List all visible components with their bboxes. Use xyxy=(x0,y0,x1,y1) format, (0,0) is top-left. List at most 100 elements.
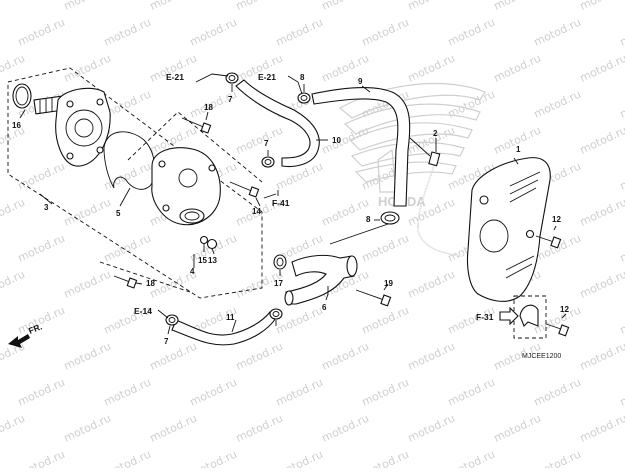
callout-5: 5 xyxy=(116,209,121,218)
watermark-text: motod.ru xyxy=(578,196,625,229)
assembly-outline xyxy=(7,67,263,299)
bolt-12-upper xyxy=(535,235,562,249)
watermark-text: motod.ru xyxy=(148,340,199,373)
pump-body-3 xyxy=(55,87,111,167)
watermark-text: motod.ru xyxy=(360,376,411,409)
watermark-text: motod.ru xyxy=(62,52,113,85)
watermark-text: motod.ru xyxy=(188,88,239,121)
watermark-text: motod.ru xyxy=(360,304,411,337)
watermark-text: motod.ru xyxy=(234,124,285,157)
watermark-text: motod.ru xyxy=(446,376,497,409)
callout-13: 13 xyxy=(208,256,217,265)
watermark-text: motod.ru xyxy=(0,412,27,445)
watermark-text: motod.ru xyxy=(16,232,67,265)
callout-8-upper: 8 xyxy=(300,73,305,82)
bolt-12-lower xyxy=(545,323,570,337)
water-pipe-6 xyxy=(284,254,358,306)
watermark-text: motod.ru xyxy=(62,0,113,13)
watermark-text: motod.ru xyxy=(16,376,67,409)
watermark-text: motod.ru xyxy=(234,0,285,13)
pump-cover-4 xyxy=(151,147,221,226)
watermark-text: motod.ru xyxy=(0,52,27,85)
watermark-text: motod.ru xyxy=(62,412,113,445)
callout-8-lower: 8 xyxy=(366,215,371,224)
callout-numbers: 1 2 3 4 5 6 7 7 7 8 8 9 10 11 12 12 13 1… xyxy=(12,73,569,346)
watermark-text: motod.ru xyxy=(618,448,625,468)
callout-17: 17 xyxy=(274,279,283,288)
watermark-text: motod.ru xyxy=(148,412,199,445)
watermark-text: motod.ru xyxy=(188,376,239,409)
subassembly-outline-lower xyxy=(99,261,191,293)
drain-bolt-13 xyxy=(206,238,218,250)
watermark-text: motod.ru xyxy=(234,340,285,373)
bolt-14 xyxy=(229,181,260,198)
callout-7-middle: 7 xyxy=(264,139,269,148)
gasket-5 xyxy=(103,131,156,190)
watermark-text: motod.ru xyxy=(618,160,625,193)
watermark-text: motod.ru xyxy=(102,16,153,49)
callout-7-lower: 7 xyxy=(164,337,169,346)
watermark-text: motod.ru xyxy=(188,16,239,49)
watermark-text: motod.ru xyxy=(532,88,583,121)
ref-f31: F-31 xyxy=(476,312,494,322)
watermark-text: motod.ru xyxy=(62,196,113,229)
front-arrow-icon xyxy=(8,334,30,348)
watermark-text: motod.ru xyxy=(148,0,199,13)
watermark-text: motod.ru xyxy=(274,16,325,49)
watermark-text: motod.ru xyxy=(532,16,583,49)
watermark-text: motod.ru xyxy=(406,0,457,13)
water-hose-9 xyxy=(311,86,411,207)
callout-4: 4 xyxy=(190,267,195,276)
hose-clamp-7-middle xyxy=(261,156,275,168)
bolt-19 xyxy=(355,289,392,307)
watermark-text: motod.ru xyxy=(406,124,457,157)
watermark-text: motod.ru xyxy=(234,412,285,445)
ref-e21-left: E-21 xyxy=(166,72,184,82)
watermark-text: motod.ru xyxy=(274,304,325,337)
bracket xyxy=(519,304,539,327)
watermark-text: motod.ru xyxy=(320,412,371,445)
watermark-text: motod.ru xyxy=(320,196,371,229)
watermark-text: motod.ru xyxy=(0,0,27,13)
watermark-text: motod.ru xyxy=(62,268,113,301)
hose-clamp-8-lower xyxy=(380,211,400,225)
watermark-text: motod.ru xyxy=(274,376,325,409)
watermark-text: motod.ru xyxy=(618,304,625,337)
watermark-text: motod.ru xyxy=(446,16,497,49)
watermark-text: motod.ru xyxy=(618,376,625,409)
watermark-text: motod.ru xyxy=(360,232,411,265)
watermark-text: motod.ru xyxy=(102,448,153,468)
watermark-text: motod.ru xyxy=(578,52,625,85)
watermark-text: motod.ru xyxy=(102,160,153,193)
callout-7-upper: 7 xyxy=(228,95,233,104)
watermark-text: motod.ru xyxy=(102,232,153,265)
front-direction-indicator: FR. xyxy=(8,321,43,348)
washer-15 xyxy=(199,235,209,245)
watermark-text: motod.ru xyxy=(532,376,583,409)
watermark-text: motod.ru xyxy=(0,196,27,229)
watermark-text: motod.ru xyxy=(618,232,625,265)
watermark-text: motod.ru xyxy=(360,16,411,49)
watermark-text: motod.ru xyxy=(406,340,457,373)
watermark-text: motod.ru xyxy=(0,268,27,301)
callout-11: 11 xyxy=(226,313,235,322)
subassembly-outline xyxy=(127,111,263,183)
watermark-text: motod.ru xyxy=(578,412,625,445)
callout-19: 19 xyxy=(384,279,393,288)
hose-clamp-7-upper xyxy=(225,72,239,84)
watermark-text: motod.ru xyxy=(16,16,67,49)
watermark-text: motod.ru xyxy=(578,124,625,157)
watermark-text: motod.ru xyxy=(360,448,411,468)
callout-3: 3 xyxy=(44,203,49,212)
front-label: FR. xyxy=(27,321,43,335)
watermark-text: motod.ru xyxy=(320,0,371,13)
hose-clamp-7-lower-right xyxy=(269,308,283,320)
watermark-text: motod.ru xyxy=(446,448,497,468)
o-ring-17 xyxy=(273,254,287,270)
callout-18-lower: 18 xyxy=(146,279,155,288)
watermark-text: motod.ru xyxy=(406,268,457,301)
bracket-box xyxy=(513,295,547,339)
section-references: E-21 E-21 F-41 E-14 F-31 xyxy=(134,72,519,326)
